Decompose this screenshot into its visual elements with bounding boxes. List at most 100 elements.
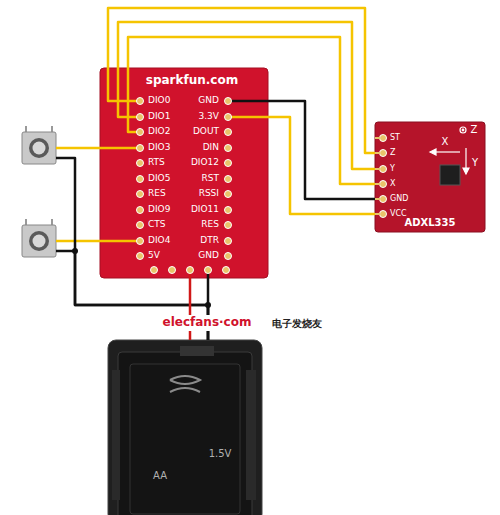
pin-label: X bbox=[390, 180, 395, 189]
battery-holder bbox=[170, 376, 200, 392]
pin-label: GND bbox=[198, 96, 219, 106]
adxl335-board bbox=[430, 149, 436, 155]
pin-label: 5V bbox=[148, 251, 160, 261]
pin-hole bbox=[137, 207, 144, 214]
pin-hole bbox=[137, 253, 144, 260]
pin-stub bbox=[375, 183, 380, 185]
pin-label: DIO3 bbox=[148, 143, 170, 153]
battery-holder bbox=[108, 340, 262, 515]
push-button bbox=[22, 126, 56, 164]
pin-stub-wires bbox=[108, 68, 140, 101]
pin-hole bbox=[137, 145, 144, 152]
pin-label: DIO11 bbox=[191, 205, 219, 215]
push-button bbox=[22, 225, 56, 257]
wire-junction bbox=[205, 302, 211, 308]
board-text: AA bbox=[153, 470, 167, 481]
pin-hole bbox=[137, 222, 144, 229]
axis-label: Z bbox=[471, 124, 478, 135]
push-button bbox=[33, 142, 46, 155]
pin-stub-wires bbox=[228, 100, 268, 103]
push-button bbox=[29, 231, 49, 251]
pin-stub bbox=[375, 198, 380, 200]
pin-label: DOUT bbox=[193, 127, 219, 137]
pin-hole bbox=[225, 176, 232, 183]
push-button bbox=[25, 126, 27, 132]
pin-hole bbox=[225, 129, 232, 136]
pin-hole bbox=[137, 160, 144, 167]
pin-label: DIO12 bbox=[191, 158, 219, 168]
pin-stub-wires bbox=[100, 147, 140, 150]
pin-hole bbox=[137, 238, 144, 245]
adxl335-board bbox=[463, 168, 469, 174]
push-button bbox=[22, 225, 56, 257]
pin-hole bbox=[380, 181, 387, 188]
pin-hole bbox=[151, 267, 158, 274]
adxl335-board bbox=[465, 148, 466, 170]
pin-hole bbox=[137, 114, 144, 121]
pin-hole bbox=[380, 166, 387, 173]
pin-label: DIO4 bbox=[148, 236, 170, 246]
axis-label: X bbox=[442, 136, 449, 147]
pin-label: DIO1 bbox=[148, 112, 170, 122]
pin-hole bbox=[380, 196, 387, 203]
pin-label: 3.3V bbox=[199, 112, 219, 122]
pin-label: GND bbox=[198, 251, 219, 261]
wire bbox=[207, 278, 210, 340]
push-button bbox=[22, 132, 56, 164]
wire bbox=[128, 37, 375, 184]
push-button bbox=[29, 138, 49, 158]
adxl335-board bbox=[462, 129, 464, 131]
battery-holder bbox=[108, 340, 262, 515]
wire bbox=[268, 101, 375, 199]
pin-label: RTS bbox=[148, 158, 165, 168]
battery-holder: 1.5VAA bbox=[108, 340, 262, 515]
pin-label: Z bbox=[390, 149, 395, 158]
pin-stub bbox=[375, 168, 380, 170]
pin-hole bbox=[380, 135, 387, 142]
pin-label: CTS bbox=[148, 220, 166, 230]
pin-stub-wires bbox=[228, 116, 268, 119]
pin-hole bbox=[225, 114, 232, 121]
pin-label: Y bbox=[390, 165, 395, 174]
pin-label: RST bbox=[202, 174, 219, 184]
pin-stub-wires bbox=[100, 68, 268, 278]
pin-hole bbox=[225, 191, 232, 198]
pin-label: ST bbox=[390, 134, 400, 143]
push-button bbox=[22, 219, 56, 257]
wire bbox=[108, 8, 375, 153]
pin-hole bbox=[225, 222, 232, 229]
adxl335-board bbox=[375, 122, 485, 232]
battery-holder bbox=[246, 370, 256, 500]
push-button bbox=[51, 219, 53, 225]
pin-hole bbox=[225, 145, 232, 152]
pin-stub-wires bbox=[100, 240, 140, 243]
pin-stub bbox=[375, 152, 380, 154]
pin-hole bbox=[380, 211, 387, 218]
pin-hole bbox=[169, 267, 176, 274]
pin-hole bbox=[137, 129, 144, 136]
pin-label: RSSI bbox=[199, 189, 219, 199]
push-button bbox=[33, 235, 46, 248]
wire bbox=[118, 22, 375, 169]
watermark: elecfans·com bbox=[161, 315, 254, 330]
wire bbox=[56, 240, 100, 243]
adxl335-board bbox=[375, 122, 485, 232]
pin-label: VCC bbox=[390, 210, 407, 219]
battery-holder bbox=[130, 364, 240, 514]
battery-holder bbox=[118, 352, 252, 515]
pin-hole bbox=[205, 267, 212, 274]
wire bbox=[56, 158, 208, 340]
push-button bbox=[51, 126, 53, 132]
pin-label: RES bbox=[201, 220, 219, 230]
board-text: ADXL335 bbox=[405, 217, 456, 228]
wire-junction bbox=[72, 248, 78, 254]
pin-stub bbox=[375, 213, 380, 215]
push-button bbox=[22, 132, 56, 164]
pin-hole bbox=[225, 253, 232, 260]
adxl335-board bbox=[430, 127, 469, 174]
pin-hole bbox=[137, 191, 144, 198]
adxl335-board bbox=[440, 165, 460, 185]
pin-hole bbox=[187, 267, 194, 274]
